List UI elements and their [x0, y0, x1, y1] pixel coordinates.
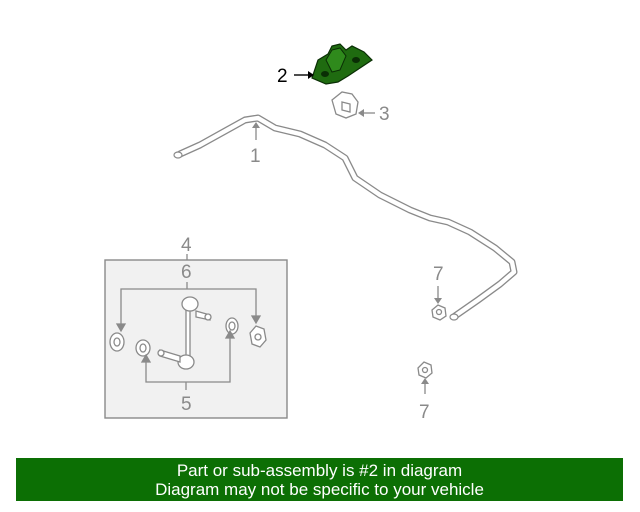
callout-7-lower[interactable]: 7: [419, 402, 430, 423]
callout-2[interactable]: 2: [277, 66, 288, 87]
arrow-to-part-3: [358, 109, 375, 117]
part-7-nut-lower[interactable]: [417, 361, 433, 379]
info-banner: Part or sub-assembly is #2 in diagram Di…: [16, 458, 623, 501]
callout-6[interactable]: 6: [181, 262, 192, 283]
stabilizer-link[interactable]: [157, 296, 212, 370]
arrow-to-part-7-upper: [434, 286, 442, 304]
callout-5[interactable]: 5: [181, 394, 192, 415]
arrow-to-part-2: [294, 71, 314, 79]
part-7-nut-upper[interactable]: [431, 304, 447, 321]
callout-7-upper[interactable]: 7: [433, 264, 444, 285]
bushing-right[interactable]: [249, 325, 267, 348]
arrow-to-part-7-lower: [421, 378, 429, 394]
banner-line-1: Part or sub-assembly is #2 in diagram: [176, 461, 463, 480]
callout-4[interactable]: 4: [181, 235, 192, 256]
bracket-5: [140, 329, 236, 390]
callout-3[interactable]: 3: [379, 104, 390, 125]
part-2-bracket[interactable]: [311, 43, 373, 85]
banner-line-2: Diagram may not be specific to your vehi…: [155, 480, 484, 499]
washer-right[interactable]: [225, 317, 239, 335]
washer-left[interactable]: [135, 339, 151, 357]
bushing-left[interactable]: [109, 332, 125, 352]
part-3-bushing[interactable]: [331, 91, 359, 119]
arrow-to-part-1: [252, 122, 260, 140]
bracket-6: [115, 282, 262, 333]
callout-1[interactable]: 1: [250, 146, 261, 167]
part-1-stabilizer-bar[interactable]: [173, 114, 518, 321]
